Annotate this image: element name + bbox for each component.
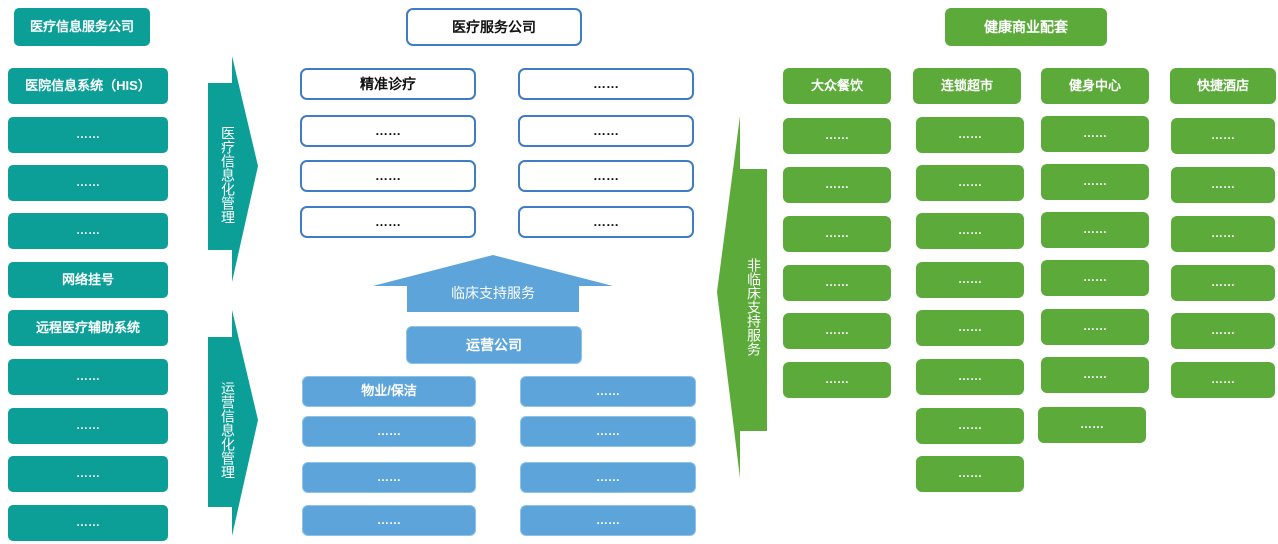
health-commerce-item: …… xyxy=(916,456,1024,492)
health-commerce-item: …… xyxy=(783,265,891,301)
medical-service-item: …… xyxy=(518,68,694,100)
health-commerce-item: …… xyxy=(1041,357,1149,393)
health-commerce-item: …… xyxy=(916,213,1024,249)
operations-item: …… xyxy=(520,505,696,536)
medical-info-item-placeholder: …… xyxy=(8,408,168,444)
operations-item: …… xyxy=(302,505,476,536)
health-commerce-header: 健康商业配套 xyxy=(945,8,1107,46)
medical-info-item-placeholder: …… xyxy=(8,505,168,541)
medical-info-arrow-label: 医疗信息化管理 xyxy=(220,126,236,224)
medical-service-item: …… xyxy=(300,160,476,192)
health-commerce-item: …… xyxy=(783,167,891,203)
ops-info-arrow xyxy=(208,310,258,536)
health-commerce-column-title: 大众餐饮 xyxy=(783,68,891,104)
medical-service-item: …… xyxy=(300,115,476,147)
operations-item: …… xyxy=(520,376,696,407)
property-cleaning-box: 物业/保洁 xyxy=(302,376,476,407)
health-commerce-item: …… xyxy=(1041,309,1149,345)
health-commerce-item: …… xyxy=(783,362,891,398)
medical-info-item-placeholder: …… xyxy=(8,213,168,249)
health-commerce-item: …… xyxy=(1041,260,1149,296)
health-commerce-item: …… xyxy=(1038,407,1146,443)
medical-service-item: …… xyxy=(518,206,694,238)
clinical-support-arrow xyxy=(373,255,613,312)
medical-info-item: 远程医疗辅助系统 xyxy=(8,310,168,346)
operations-item: …… xyxy=(302,416,476,447)
non-clinical-support-arrow xyxy=(717,116,767,478)
health-commerce-item: …… xyxy=(1171,313,1275,349)
health-commerce-item: …… xyxy=(783,216,891,252)
medical-info-item-placeholder: …… xyxy=(8,456,168,492)
ops-info-arrow-label: 运营信息化管理 xyxy=(220,381,236,479)
health-commerce-item: …… xyxy=(916,408,1024,444)
non-clinical-support-arrow-label: 非临床支持服务 xyxy=(746,258,762,356)
clinical-support-arrow-label: 临床支持服务 xyxy=(451,284,535,301)
medical-service-item: …… xyxy=(518,160,694,192)
medical-service-item: …… xyxy=(300,206,476,238)
health-commerce-column-title: 快捷酒店 xyxy=(1170,68,1276,104)
health-commerce-item: …… xyxy=(916,359,1024,395)
medical-info-item-placeholder: …… xyxy=(8,165,168,201)
medical-info-company-header: 医疗信息服务公司 xyxy=(14,8,150,46)
operations-item: …… xyxy=(520,462,696,493)
health-commerce-item: …… xyxy=(1171,362,1275,398)
medical-service-company-header: 医疗服务公司 xyxy=(406,8,582,46)
health-commerce-item: …… xyxy=(1041,116,1149,152)
health-commerce-column-title: 健身中心 xyxy=(1041,68,1149,104)
medical-info-arrow xyxy=(208,56,258,282)
medical-info-item: 医院信息系统（HIS） xyxy=(8,68,168,104)
operations-item: …… xyxy=(302,462,476,493)
operations-item: …… xyxy=(520,416,696,447)
medical-info-item-placeholder: …… xyxy=(8,117,168,153)
health-commerce-column-title: 连锁超市 xyxy=(913,68,1021,104)
health-commerce-item: …… xyxy=(916,117,1024,153)
medical-info-item: 网络挂号 xyxy=(8,262,168,298)
health-commerce-item: …… xyxy=(1041,212,1149,248)
health-commerce-item: …… xyxy=(1171,167,1275,203)
health-commerce-item: …… xyxy=(783,313,891,349)
health-commerce-item: …… xyxy=(916,165,1024,201)
health-commerce-item: …… xyxy=(916,310,1024,346)
health-commerce-item: …… xyxy=(1171,118,1275,154)
health-commerce-item: …… xyxy=(1041,164,1149,200)
precision-diagnosis-box: 精准诊疗 xyxy=(300,68,476,100)
health-commerce-item: …… xyxy=(1171,216,1275,252)
medical-service-item: …… xyxy=(518,115,694,147)
health-commerce-item: …… xyxy=(916,262,1024,298)
health-commerce-item: …… xyxy=(783,118,891,154)
medical-info-item-placeholder: …… xyxy=(8,359,168,395)
operations-company-header: 运营公司 xyxy=(406,326,582,364)
health-commerce-item: …… xyxy=(1171,265,1275,301)
